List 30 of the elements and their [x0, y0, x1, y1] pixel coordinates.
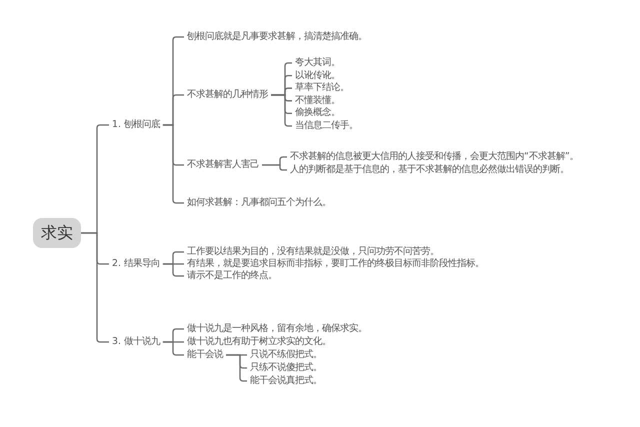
topic-text: 只说不练假把式。 [247, 349, 325, 361]
topic-text: 以讹传讹。 [292, 70, 343, 82]
topic-text: 夸大其词。 [292, 57, 343, 69]
connector-line [162, 341, 184, 356]
branch-label: 2. 结果导向 [109, 258, 163, 270]
topic-text: 不求甚解的几种情形 [184, 89, 271, 101]
branch-label: 3. 做十说九 [109, 336, 163, 348]
topic-text: 当信息二传手。 [292, 120, 361, 132]
topic-text: 做十说九是一种风格，留有余地，确保求实。 [184, 323, 370, 335]
topic-text: 做十说九也有助于树立求实的文化。 [184, 336, 334, 348]
topic-text: 草率下结论。 [292, 82, 352, 94]
connector-line [271, 94, 292, 127]
connector-line [262, 164, 287, 171]
topic-text: 能干会说 [184, 349, 226, 361]
topic-text: 能干会说真把式。 [247, 375, 325, 387]
topic-text: 只练不说傻把式。 [247, 362, 325, 374]
topic-text: 不懂装懂。 [292, 94, 343, 107]
topic-text: 工作要以结果为目的，没有结果就是没做，只问功劳不问苦劳。 [184, 246, 442, 258]
central-topic-box: 求实 [33, 218, 81, 248]
topic-text: 请示不是工作的终点。 [184, 270, 280, 282]
topic-text: 不求甚解的信息被更大信用的人接受和传播，会更大范围内“不求甚解”。 [287, 151, 582, 163]
topic-text: 如何求甚解：凡事都问五个为什么。 [184, 197, 334, 209]
branch-label: 1. 刨根问底 [109, 119, 163, 131]
topic-text: 有结果，就是要追求目标而非指标，要盯工作的终极目标而非阶段性指标。 [184, 258, 487, 270]
topic-text: 人的判断都是基于信息的，基于不求甚解的信息必然做出错误的判断。 [287, 164, 572, 176]
topic-text: 偷换概念。 [292, 107, 343, 120]
connector-line [226, 354, 247, 382]
topic-text: 不求甚解害人害己 [184, 159, 262, 171]
connector-line [162, 263, 184, 277]
topic-text: 刨根问底就是凡事要求甚解，搞清楚搞准确。 [184, 31, 370, 43]
